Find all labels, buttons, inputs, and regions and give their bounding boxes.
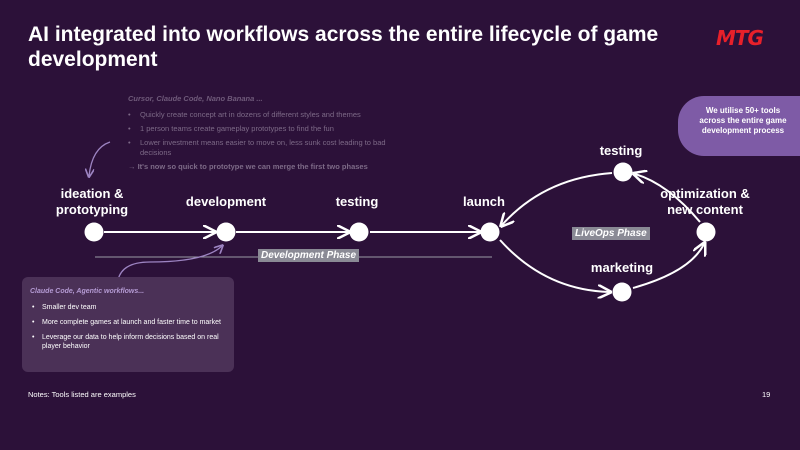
agentic-workflows-box: Claude Code, Agentic workflows... Smalle… <box>22 277 234 372</box>
label-marketing: marketing <box>590 260 654 275</box>
list-item: Smaller dev team <box>30 303 224 312</box>
footnote: Notes: Tools listed are examples <box>28 390 136 399</box>
tools-callout: We utilise 50+ tools across the entire g… <box>678 96 800 156</box>
node-launch <box>480 222 500 242</box>
liveops-phase-label: LiveOps Phase <box>572 227 650 240</box>
list-item: Quickly create concept art in dozens of … <box>128 110 396 120</box>
arrow-marketing-to-optimization <box>632 244 704 289</box>
arrow-launch-to-marketing <box>499 239 609 292</box>
prototype-highlight: → It's now so quick to prototype we can … <box>128 162 396 172</box>
label-optimization: optimization & new content <box>660 186 750 217</box>
slide-title: AI integrated into workflows across the … <box>28 23 659 71</box>
arrow-right-icon: → <box>128 162 138 171</box>
list-item: Lower investment means easier to move on… <box>128 138 396 158</box>
mtg-logo: MTG <box>716 26 764 50</box>
arrow-testing-to-launch-loop <box>502 172 613 225</box>
node-optimization <box>696 222 716 242</box>
arrow-info-box-to-development <box>117 246 222 281</box>
label-ideation: ideation & prototyping <box>55 186 129 217</box>
prototype-tools-list: Quickly create concept art in dozens of … <box>108 110 396 158</box>
label-liveops-testing: testing <box>599 143 643 158</box>
prototype-tools-box: Cursor, Claude Code, Nano Banana ... Qui… <box>108 94 396 180</box>
node-liveops-testing <box>613 162 633 182</box>
label-development: development <box>185 194 267 209</box>
arrow-prototype-box-to-ideation <box>89 141 111 176</box>
node-marketing <box>612 282 632 302</box>
agentic-workflows-heading: Claude Code, Agentic workflows... <box>30 288 145 295</box>
list-item: 1 person teams create gameplay prototype… <box>128 124 396 134</box>
prototype-highlight-text: It's now so quick to prototype we can me… <box>137 162 368 171</box>
agentic-workflows-list: Smaller dev team More complete games at … <box>30 303 224 351</box>
label-testing: testing <box>335 194 379 209</box>
node-development <box>216 222 236 242</box>
arrow-optimization-to-testing <box>635 174 701 223</box>
list-item: More complete games at launch and faster… <box>30 318 224 327</box>
prototype-tools-heading: Cursor, Claude Code, Nano Banana ... <box>128 94 263 103</box>
node-testing <box>349 222 369 242</box>
list-item: Leverage our data to help inform decisio… <box>30 333 224 351</box>
label-launch: launch <box>463 194 505 209</box>
development-phase-label: Development Phase <box>258 249 360 262</box>
node-ideation <box>84 222 104 242</box>
page-number: 19 <box>762 390 771 399</box>
